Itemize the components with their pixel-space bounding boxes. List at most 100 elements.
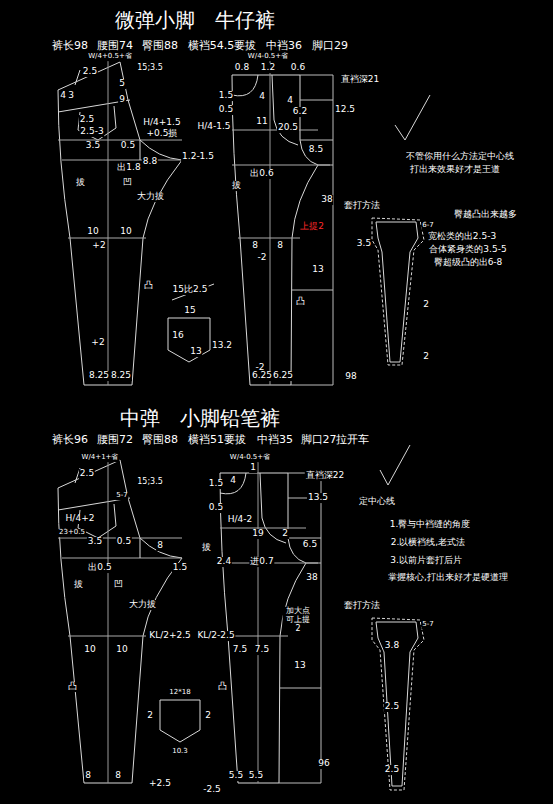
dimension-label: 定中心线	[358, 497, 396, 507]
dimension-label: KL/2-2.5	[196, 631, 235, 641]
dimension-label: 8.25	[88, 371, 110, 381]
dimension-label: 8	[156, 541, 164, 551]
dimension-label: 0.6	[290, 63, 306, 73]
dimension-label: 合体紧身类的3.5-5	[428, 245, 507, 255]
dimension-label: KL/2+2.5	[148, 631, 192, 641]
dimension-label: 20.5	[277, 123, 299, 133]
dimension-label: 10.3	[171, 748, 189, 756]
dimension-label: 1.2	[260, 63, 276, 73]
dimension-label: 1.2-1.5	[181, 152, 215, 162]
dimension-label: W/4+0.5+省	[87, 53, 133, 61]
dimension-label: 拔	[231, 181, 242, 191]
dimension-label: 0.5	[116, 537, 132, 547]
dimension-label: 3.5	[356, 239, 372, 249]
dimension-label: +2	[90, 338, 105, 348]
dimension-label: 1.臀与中裆缝的角度	[389, 520, 472, 530]
dimension-label: 5-7	[115, 492, 128, 500]
dimension-label: 加大点 可上提2	[283, 607, 314, 633]
dimension-label: 6-7	[421, 222, 434, 230]
dimension-label: 13.2	[211, 341, 233, 351]
dimension-label: 2.5	[384, 702, 400, 712]
dimension-label: 2.5	[82, 67, 98, 77]
dimension-label: 出0.5	[87, 563, 112, 573]
dimension-label: 3.5	[85, 141, 101, 151]
dimension-label: 臀越凸出来越多	[453, 210, 518, 220]
dimension-label: 8	[276, 241, 284, 251]
dimension-label: 98	[344, 372, 357, 382]
dimension-label: 4	[229, 476, 237, 486]
dimension-label: 臀围88	[141, 40, 179, 52]
dimension-label: 10	[83, 645, 96, 655]
dimension-label: 8.8	[142, 157, 158, 167]
dimension-label: 宽松类的出2.5-3	[427, 232, 497, 242]
dimension-label: 10	[86, 227, 99, 237]
dimension-label: 3.以前片套打后片	[389, 556, 463, 566]
dimension-label: 13	[311, 265, 324, 275]
dimension-label: 腰围72	[96, 434, 134, 446]
dimension-label: 8.25	[110, 371, 132, 381]
dimension-label: 6.25	[272, 371, 294, 381]
dimension-label: 中弹 小脚铅笔裤	[119, 407, 281, 429]
dimension-label: 打出来效果好才是王道	[409, 165, 501, 175]
dimension-label: 2.5-3	[79, 127, 104, 137]
dimension-label: 臀围88	[141, 434, 179, 446]
dimension-label: 2	[281, 529, 289, 539]
dimension-label: 拔	[201, 543, 212, 553]
dimension-label: 15;3.5	[136, 478, 164, 487]
dimension-label: 6.5	[302, 540, 318, 550]
dimension-label: 8.5	[308, 145, 324, 155]
dimension-label: 96	[317, 759, 330, 769]
dimension-label: 中裆35	[256, 434, 294, 446]
dimension-label: 直裆深21	[340, 75, 380, 85]
dimension-label: H/4-1.5	[196, 122, 231, 132]
dimension-label: 1.5	[208, 479, 224, 489]
dimension-label: 出1.8	[116, 163, 141, 173]
dimension-label: 38	[320, 195, 333, 205]
dimension-label: 3.8	[384, 641, 400, 651]
dimension-label: 4	[286, 96, 294, 106]
dimension-label: W/4-0.5+省	[247, 53, 289, 61]
dimension-label: 横裆54.5要拔	[187, 40, 258, 52]
dimension-label: 上提2	[299, 222, 325, 232]
dimension-label: 凸	[67, 682, 78, 692]
dimension-label: 19	[251, 529, 264, 539]
dimension-label: 套打方法	[343, 601, 381, 611]
dimension-label: 2.5	[79, 115, 95, 125]
dimension-label: 5.5	[248, 771, 264, 781]
dimension-label: 凸	[295, 297, 306, 307]
dimension-label: 5-7	[421, 621, 434, 629]
dimension-label: 7.5	[232, 645, 248, 655]
dimension-label: +2	[91, 241, 106, 251]
dimension-label: 脚口29	[311, 40, 349, 52]
dimension-label: 11	[255, 117, 268, 127]
dimension-label: 0.5	[120, 141, 136, 151]
dimension-label: 9	[118, 95, 126, 105]
dimension-label: 6.25	[251, 371, 273, 381]
dimension-label: 38	[305, 573, 318, 583]
dimension-label: 裤长96	[51, 434, 89, 446]
dimension-label: 12.5	[334, 105, 356, 115]
dimension-label: 2	[422, 300, 430, 310]
dimension-label: 3.5	[87, 537, 103, 547]
dimension-label: 15比2.5	[172, 285, 209, 295]
dimension-label: 凸	[217, 682, 228, 692]
dimension-label: 8	[114, 771, 122, 781]
dimension-label: 中裆36	[265, 40, 303, 52]
dimension-label: W/4+1+省	[81, 454, 120, 462]
dimension-label: 4	[258, 92, 266, 102]
dimension-label: 10	[119, 227, 132, 237]
dimension-label: 大力拔	[128, 600, 157, 610]
dimension-label: 13.5	[307, 493, 329, 503]
dimension-label: 横裆51要拔	[187, 434, 247, 446]
dimension-label: 1.5	[172, 563, 188, 573]
dimension-label: 掌握核心,打出来好才是硬道理	[387, 573, 509, 583]
dimension-label: 拔	[73, 580, 84, 590]
dimension-label: 10	[115, 645, 128, 655]
dimension-label: 凸	[143, 281, 154, 291]
dimension-label: 拔	[75, 178, 86, 188]
dimension-label: 1	[249, 463, 257, 473]
dimension-label: 凹	[122, 178, 133, 188]
dimension-label: 6.2	[292, 107, 308, 117]
dimension-label: 0.5	[208, 503, 224, 513]
